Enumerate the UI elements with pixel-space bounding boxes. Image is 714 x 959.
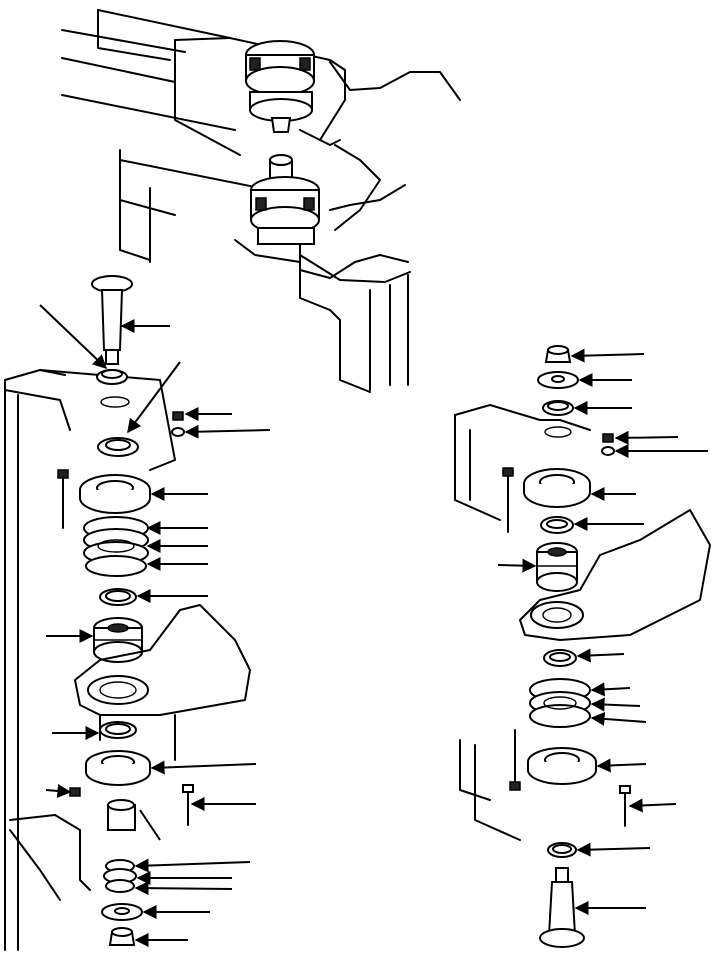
left-pivot-stack	[4, 275, 271, 951]
right-bearing	[536, 542, 578, 592]
assembled-mount-top	[61, 9, 461, 393]
right-pivot-pin	[539, 867, 585, 948]
left-bearing	[93, 617, 143, 663]
right-pivot-stack	[454, 345, 711, 948]
right-shim-plates	[529, 678, 591, 728]
left-pivot-pin	[91, 275, 133, 365]
left-shim-plates	[83, 516, 149, 577]
